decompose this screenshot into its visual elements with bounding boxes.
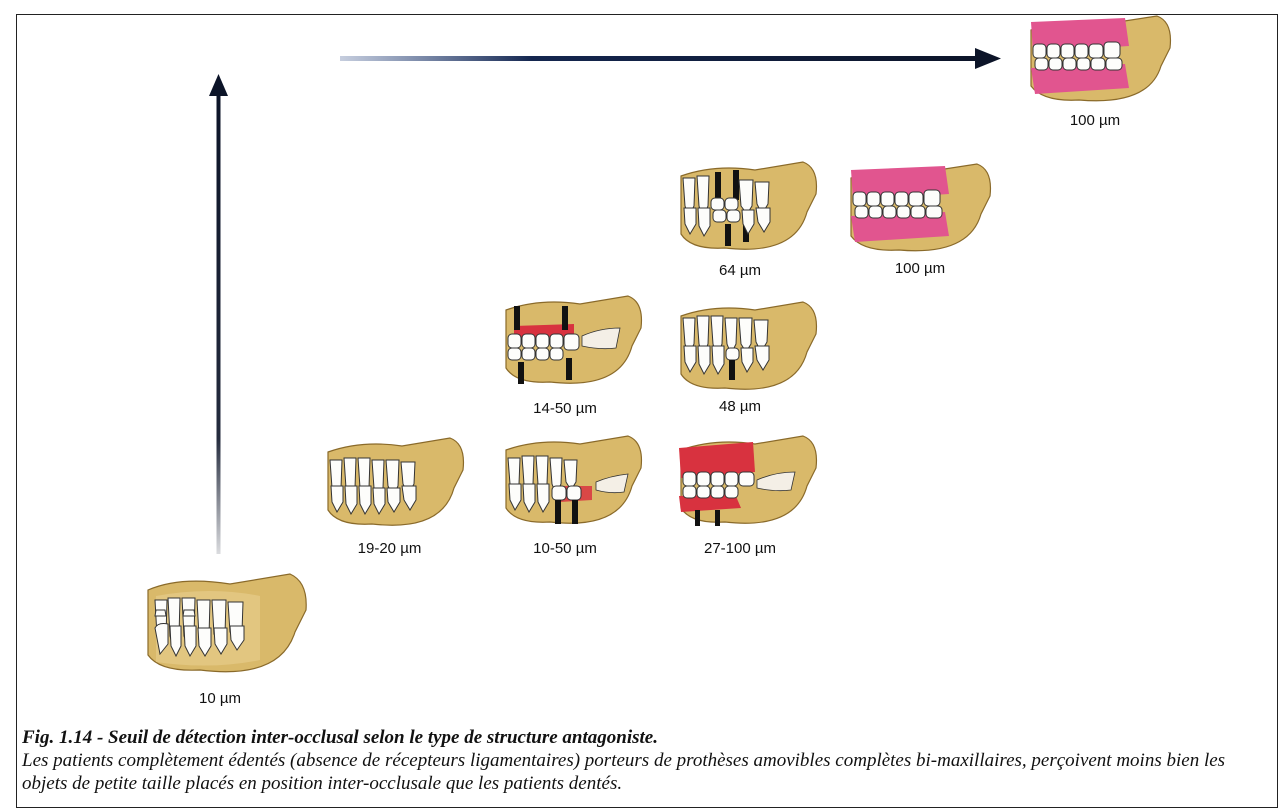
- implant-figure-27-100: 27-100 µm: [675, 432, 820, 536]
- implant-figure-10-50: 10-50 µm: [500, 432, 645, 536]
- figure-label-100-top: 100 µm: [1025, 112, 1165, 129]
- figure-label-14-50: 14-50 µm: [500, 400, 630, 417]
- caption-title: Fig. 1.14 - Seuil de détection inter-occ…: [22, 726, 1272, 749]
- denture-figure-100-mid: 100 µm: [845, 160, 995, 260]
- figure-label-100-mid: 100 µm: [845, 260, 995, 277]
- implant-figure-64: 64 µm: [675, 158, 820, 262]
- denture-figure-100-top: 100 µm: [1025, 14, 1175, 109]
- figure-label-64: 64 µm: [675, 262, 805, 279]
- implant-figure-14-50: 14-50 µm: [500, 292, 645, 396]
- figure-label-10: 10 µm: [140, 690, 300, 707]
- vertical-arrow: [209, 74, 228, 554]
- figure-label-27-100: 27-100 µm: [675, 540, 805, 557]
- implant-figure-48: 48 µm: [675, 298, 820, 402]
- caption-body: Les patients complètement édentés (absen…: [22, 749, 1272, 795]
- figure-label-10-50: 10-50 µm: [500, 540, 630, 557]
- figure-label-48: 48 µm: [675, 398, 805, 415]
- figure-label-19-20: 19-20 µm: [322, 540, 457, 557]
- natural-teeth-figure-10: 10 µm: [140, 570, 310, 685]
- natural-teeth-figure-19-20: 19-20 µm: [322, 436, 467, 536]
- figure-caption: Fig. 1.14 - Seuil de détection inter-occ…: [22, 726, 1272, 795]
- horizontal-arrow: [340, 48, 1001, 69]
